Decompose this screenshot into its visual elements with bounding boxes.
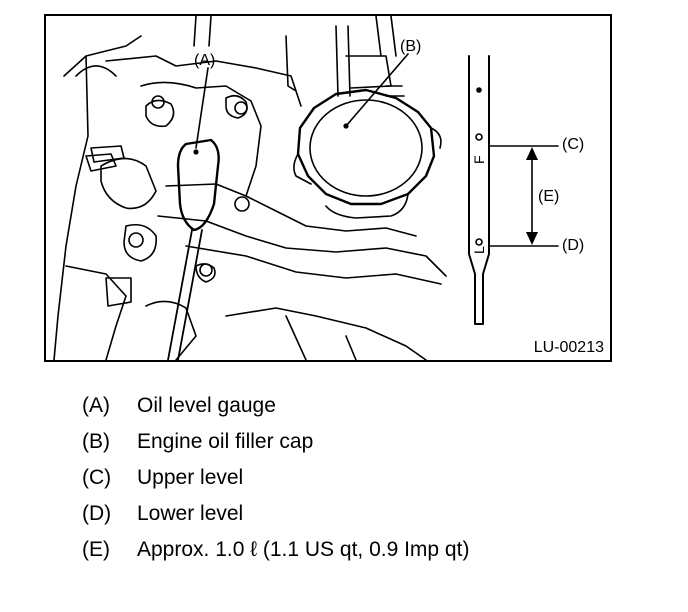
legend-key: (A) xyxy=(82,394,110,417)
legend-key: (C) xyxy=(82,466,112,489)
legend-text: Engine oil filler cap xyxy=(137,430,314,453)
legend-text: Lower level xyxy=(137,502,244,525)
figure-frame: F L (A) (B) (C) (E) (D) LU-00213 xyxy=(44,14,612,362)
legend-text: Upper level xyxy=(137,466,244,489)
callout-b: (B) xyxy=(400,38,422,55)
callout-c: (C) xyxy=(562,136,585,153)
legend-item-c: (C) Upper level xyxy=(82,464,469,500)
legend-item-a: (A) Oil level gauge xyxy=(82,392,469,428)
legend-key: (B) xyxy=(82,430,110,453)
legend-text: Oil level gauge xyxy=(137,394,276,417)
oil-level-gauge-handle xyxy=(176,138,220,232)
legend-item-e: (E) Approx. 1.0 ℓ (1.1 US qt, 0.9 Imp qt) xyxy=(82,536,469,572)
legend-item-d: (D) Lower level xyxy=(82,500,469,536)
legend-list: (A) Oil level gauge (B) Engine oil filler … xyxy=(82,392,469,572)
engine-illustration: F L xyxy=(53,16,559,360)
legend-key: (E) xyxy=(82,538,110,561)
callout-d: (D) xyxy=(562,237,585,254)
figure-id: LU-00213 xyxy=(533,339,604,356)
dipstick-mark-lower: L xyxy=(471,246,487,254)
oil-filler-cap xyxy=(296,88,436,206)
dipstick-blade xyxy=(468,55,490,325)
callout-a: (A) xyxy=(194,52,216,69)
dipstick-mark-upper: F xyxy=(471,155,487,164)
callout-e: (E) xyxy=(538,188,560,205)
engine-block-outline xyxy=(53,35,142,360)
legend-text: Approx. 1.0 ℓ (1.1 US qt, 0.9 Imp qt) xyxy=(137,538,470,561)
legend-item-b: (B) Engine oil filler cap xyxy=(82,428,469,464)
legend-key: (D) xyxy=(82,502,112,525)
